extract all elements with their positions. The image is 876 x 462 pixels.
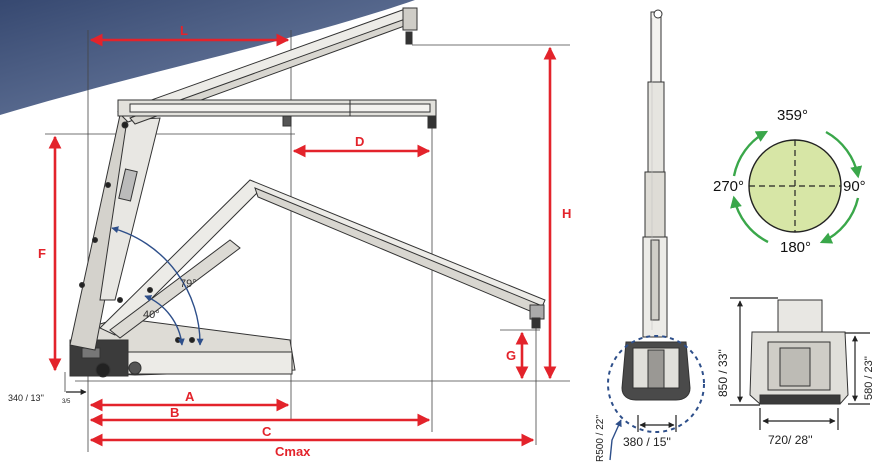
- rotation-arrow-left: [732, 130, 769, 177]
- rotation-bottom-label: 180°: [780, 239, 811, 256]
- base-width-dim: [759, 408, 839, 430]
- angle-arcs: [111, 226, 204, 346]
- label-H: H: [562, 206, 571, 221]
- label-D: D: [355, 134, 364, 149]
- front-radius-label: R500 / 22'': [595, 415, 606, 462]
- rotation-left-label: 270°: [713, 178, 744, 195]
- base-view-crane: [749, 299, 849, 405]
- front-width-label: 380 / 15'': [623, 435, 671, 449]
- label-G: G: [506, 348, 516, 363]
- front-radius-arrow: [609, 419, 622, 461]
- label-F: F: [38, 246, 46, 261]
- rotation-right-label: 90°: [843, 178, 866, 195]
- base-right-label: 580 / 23'': [863, 356, 875, 400]
- rotation-top-label: 359°: [777, 107, 808, 124]
- base-height-dim: [730, 297, 778, 406]
- rotation-arrow-bottom: [819, 197, 860, 244]
- reference-lines: [45, 30, 570, 452]
- label-L: L: [180, 23, 188, 38]
- angle-40-label: 40°: [143, 309, 160, 321]
- boom-raised: [117, 7, 418, 125]
- base-right-dim: [845, 332, 870, 405]
- label-C: C: [262, 424, 272, 439]
- corner-decoration: [0, 0, 415, 115]
- red-dimensions: [48, 33, 557, 447]
- base-width-label: 720/ 28'': [768, 433, 813, 447]
- front-width-dim: [637, 415, 677, 432]
- crane-base: [69, 317, 296, 378]
- label-A: A: [185, 389, 195, 404]
- angle-79-label: 79°: [180, 278, 197, 290]
- rotation-arrow-bottom-left: [730, 195, 769, 244]
- base-offset-label: 340 / 13'': [8, 393, 44, 403]
- rotation-diagram: [730, 130, 863, 244]
- front-radius-circle: [607, 335, 705, 433]
- boom-horizontal: [117, 99, 437, 129]
- front-view-crane: [621, 9, 691, 401]
- base-height-label: 850 / 33'': [716, 349, 730, 397]
- label-B: B: [170, 405, 179, 420]
- rotation-arrow-right: [825, 130, 863, 179]
- label-Cmax: Cmax: [275, 444, 311, 459]
- base-offset-fraction: 3/5: [62, 399, 71, 405]
